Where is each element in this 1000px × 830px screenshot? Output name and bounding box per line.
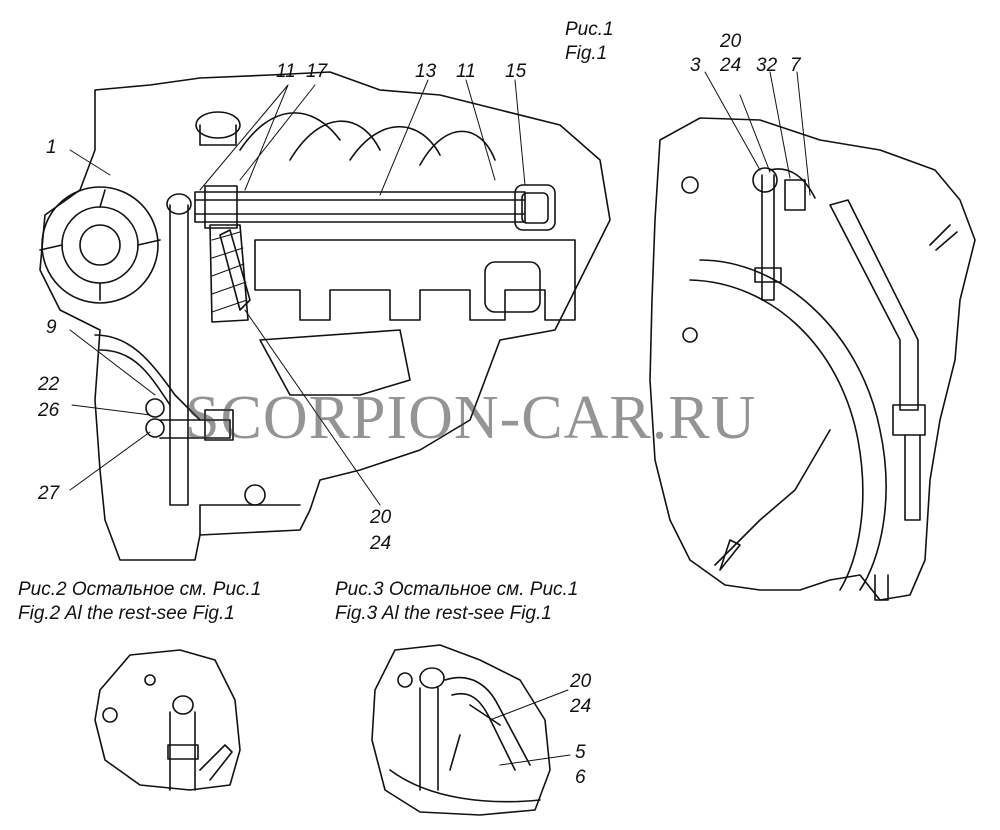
leader-lines (69, 71, 811, 766)
callout-7: 7 (790, 55, 801, 76)
outlet-connector (514, 184, 556, 231)
housing-circle (41, 186, 159, 304)
fig1-caption-en: Fig.1 (565, 42, 608, 64)
collector-pipe (194, 191, 526, 223)
callout-15: 15 (505, 61, 527, 82)
callout-3: 3 (690, 55, 701, 76)
fig3-caption-ru: Рис.3 Остальное см. Рис.1 (335, 579, 579, 600)
filler-cap (195, 111, 241, 139)
engine-rear-view (649, 117, 976, 601)
elbow-pipe (769, 168, 816, 199)
callout-9: 9 (46, 317, 57, 338)
callout-24c: 24 (570, 696, 592, 717)
fig1-caption: Рис.1 Fig.1 (565, 18, 614, 66)
callout-27: 27 (38, 483, 60, 504)
exhaust-manifold (254, 239, 576, 321)
engine-outline (39, 71, 611, 561)
fig2-caption-en: Fig.2 Al the rest-see Fig.1 (18, 602, 235, 624)
fig3-caption-en: Fig.3 Al the rest-see Fig.1 (335, 602, 552, 624)
fig3-detail (371, 644, 551, 816)
callout-24a: 24 (370, 533, 392, 554)
callout-11a: 11 (276, 61, 296, 82)
fig2-detail (94, 649, 241, 791)
callout-20c: 20 (570, 671, 592, 692)
fig2-outline (94, 649, 241, 791)
vertical-drain-pipe (169, 204, 189, 506)
callout-26: 26 (38, 400, 60, 421)
callout-24b: 24 (720, 55, 742, 76)
watermark: SCORPION-CAR.RU (185, 384, 757, 452)
fig3-caption: Рис.3 Остальное см. Рис.1 Fig.3 Al the r… (335, 578, 578, 626)
callout-5: 5 (575, 742, 586, 763)
callout-17: 17 (306, 61, 328, 82)
callout-6: 6 (575, 767, 586, 788)
callout-20a: 20 (370, 507, 392, 528)
callout-20b: 20 (720, 31, 742, 52)
callout-13: 13 (415, 61, 437, 82)
callout-1: 1 (46, 137, 57, 158)
callout-32: 32 (756, 55, 778, 76)
fig1-caption-ru: Рис.1 (565, 19, 614, 40)
fig2-caption: Рис.2 Остальное см. Рис.1 Fig.2 Al the r… (18, 578, 261, 626)
return-pipe (829, 199, 919, 411)
engine-side-view (39, 71, 611, 561)
fig3-outline (371, 644, 551, 816)
callout-22: 22 (38, 374, 60, 395)
rear-housing-outline (649, 117, 976, 601)
callout-11b: 11 (456, 61, 476, 82)
fig2-caption-ru: Рис.2 Остальное см. Рис.1 (18, 579, 262, 600)
